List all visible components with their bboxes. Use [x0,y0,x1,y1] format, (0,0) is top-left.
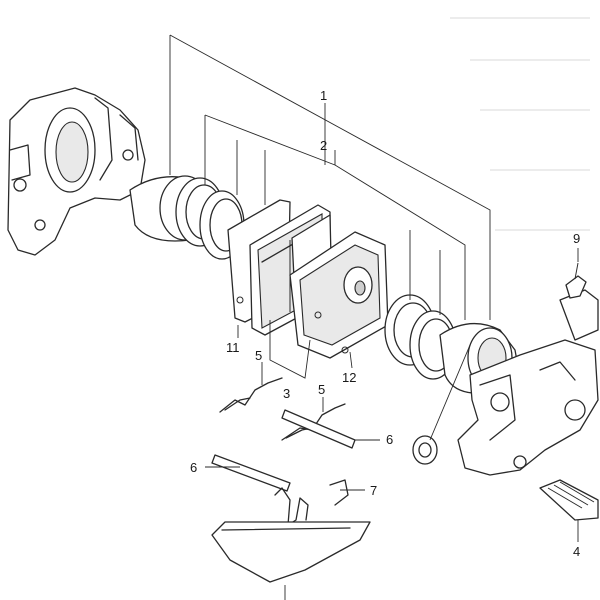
pad-retainer-plate [211,521,371,583]
callout-5-upper: 5 [255,348,262,363]
callout-3: 3 [283,386,290,401]
callout-2: 2 [320,138,327,153]
callout-5-lower: 5 [318,382,325,397]
callout-leaders [169,34,579,600]
callout-9: 9 [573,231,580,246]
callout-7: 7 [370,483,377,498]
pin-6-lower [211,454,291,492]
callout-6-lower: 6 [190,460,197,475]
slide-pin-4 [539,479,599,521]
callout-6-upper: 6 [386,432,393,447]
callout-12: 12 [342,370,356,385]
pin-6-upper [281,409,356,449]
washer [412,435,438,465]
callout-1: 1 [320,88,327,103]
bleeder-screw-9 [565,262,587,299]
brake-pad-right [289,231,389,359]
pad-spring-5-upper [219,377,283,413]
background-table-lines [450,17,590,231]
caliper-body-left [7,87,146,256]
callout-4: 4 [573,544,580,559]
callout-11: 11 [226,340,240,355]
caliper-body-right [457,289,599,476]
